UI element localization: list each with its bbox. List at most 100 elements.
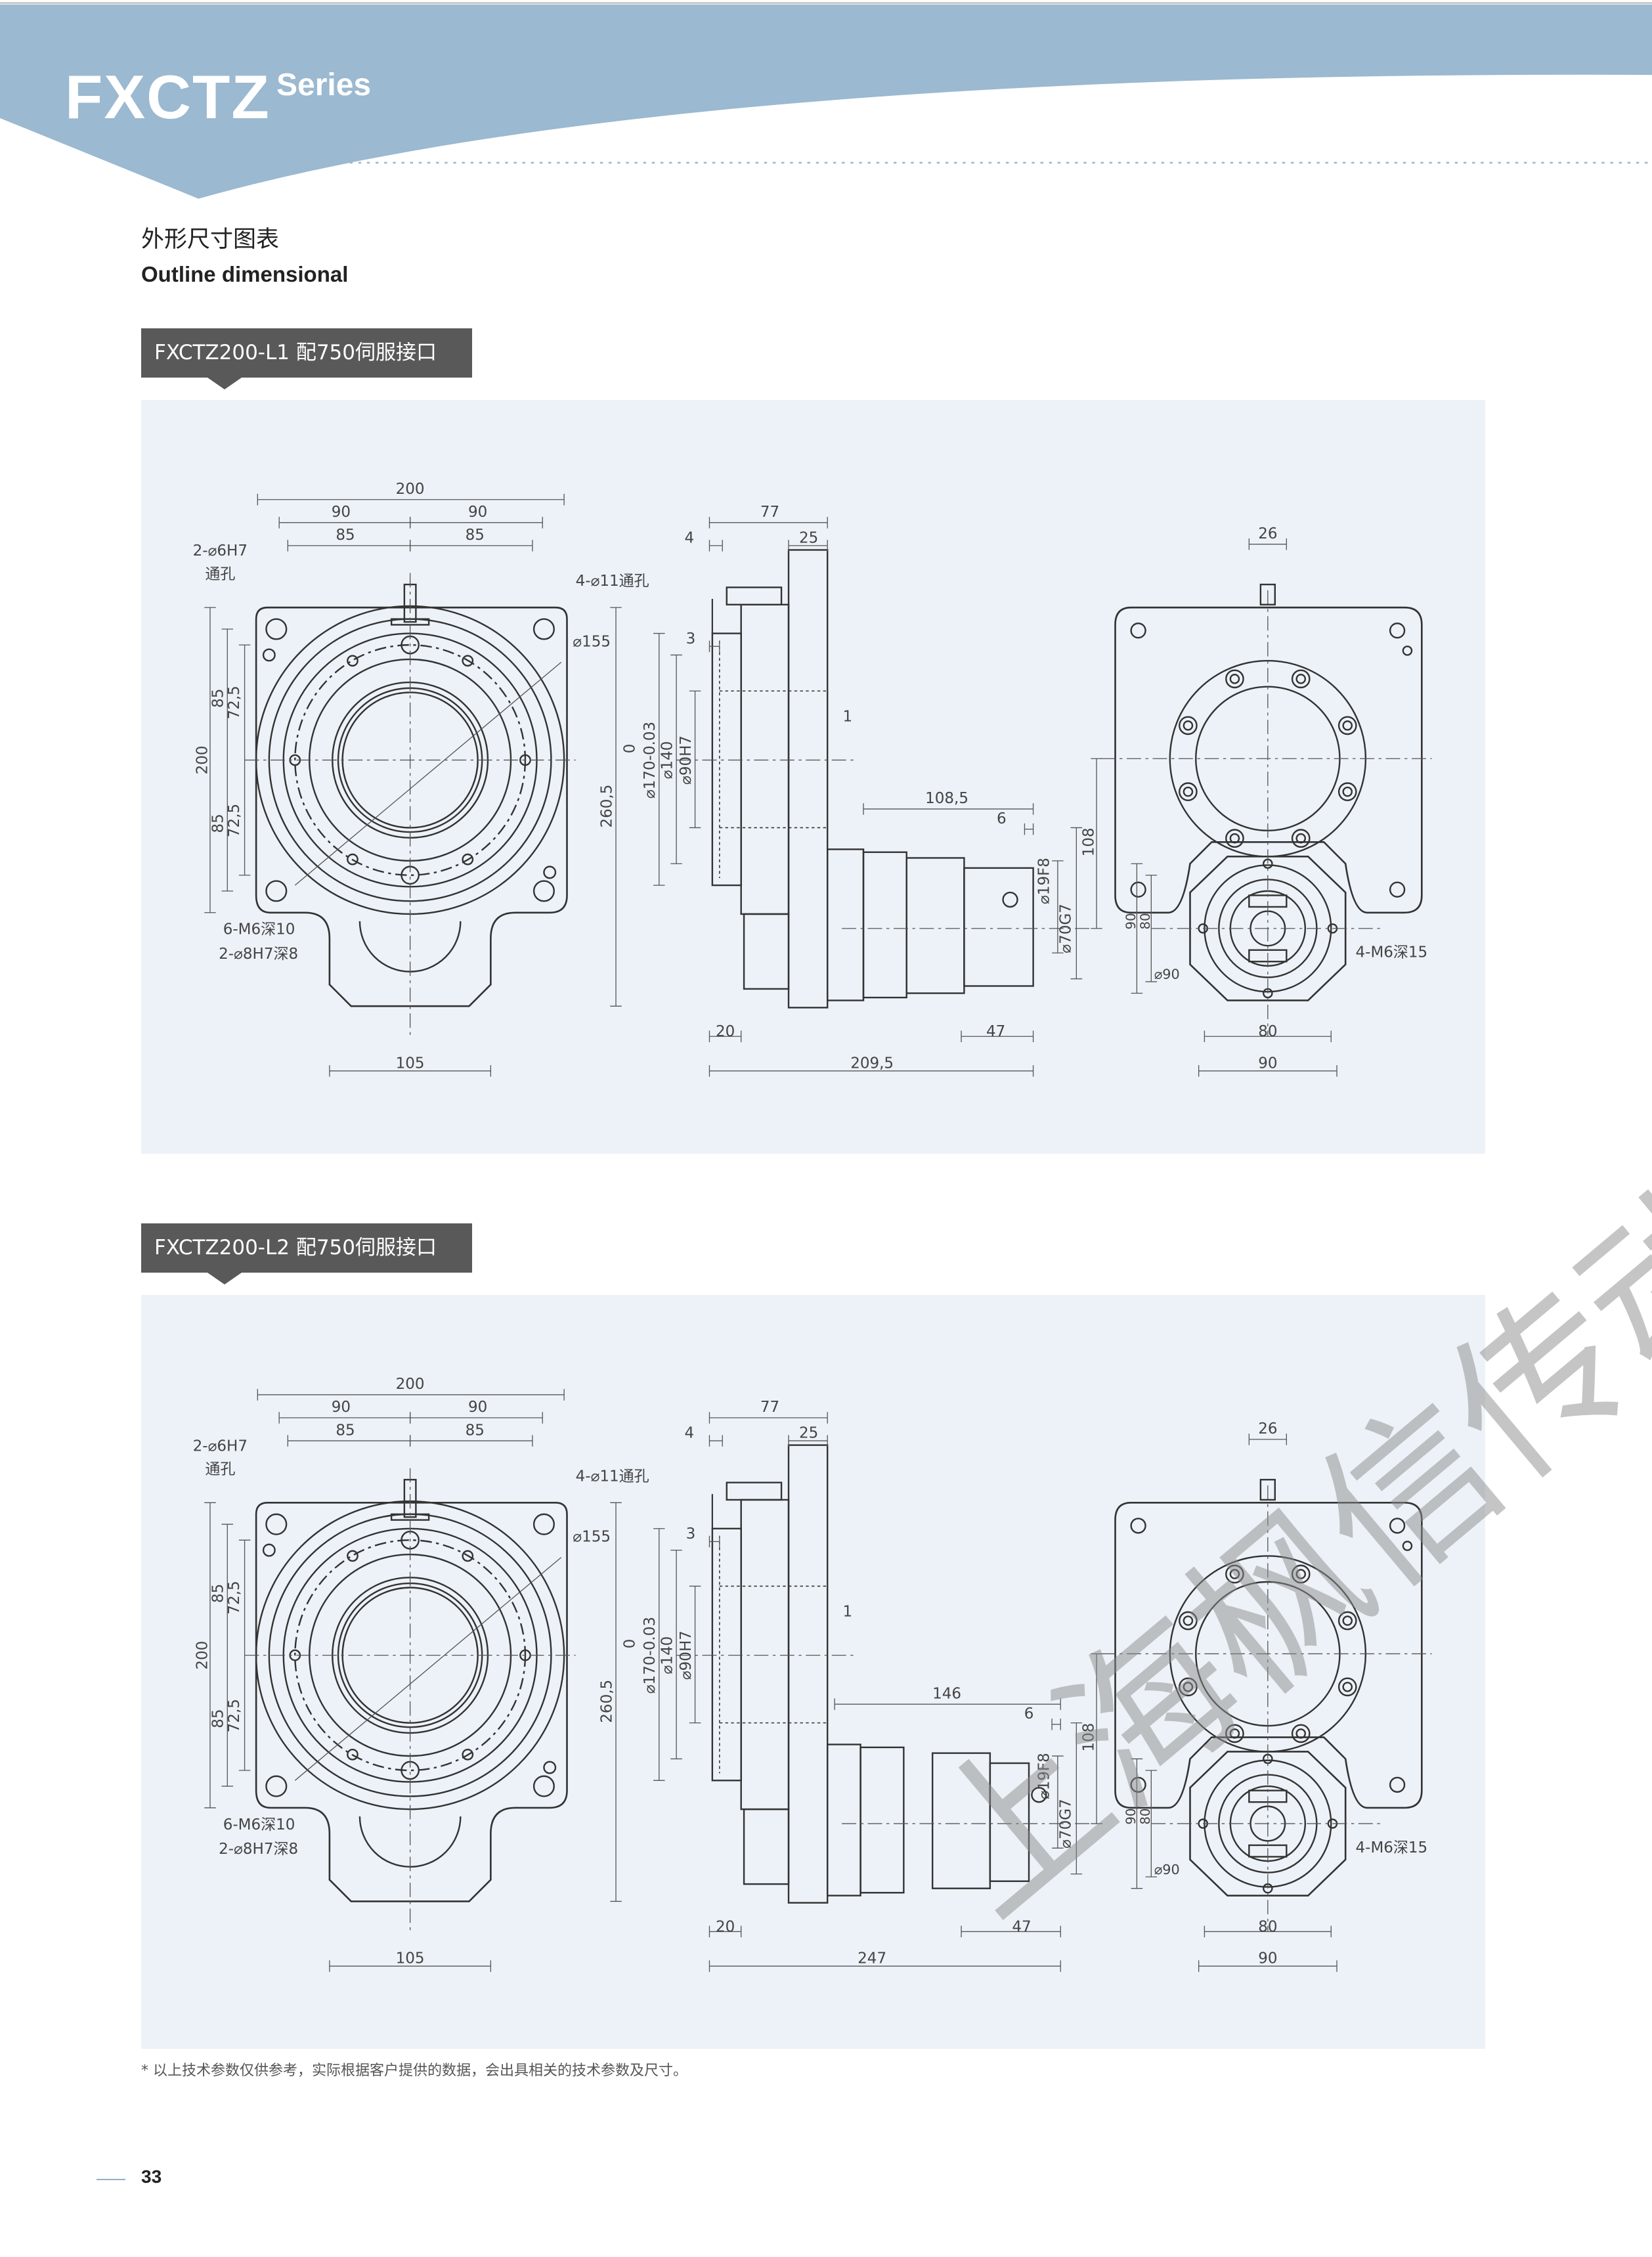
dim-90-width: 90 bbox=[1258, 1055, 1277, 1072]
dim-height-260: 260,5 bbox=[598, 1680, 615, 1723]
dim-72-bottom: 72,5 bbox=[226, 804, 243, 837]
dim-motor-length: 146 bbox=[932, 1685, 961, 1702]
dim-4: 4 bbox=[684, 530, 694, 547]
callout-through-hole: 通孔 bbox=[205, 565, 235, 582]
dim-80-height: 80 bbox=[1138, 913, 1153, 929]
dim-4: 4 bbox=[684, 1425, 694, 1442]
section-title-cn: 外形尺寸图表 bbox=[141, 227, 280, 253]
dim-108: 108 bbox=[1081, 1723, 1098, 1752]
dim-85-bottom: 85 bbox=[210, 814, 227, 833]
page-number: 33 bbox=[141, 2166, 162, 2187]
dim-85-right: 85 bbox=[466, 527, 485, 544]
page-number-rule bbox=[97, 2179, 125, 2180]
dim-20: 20 bbox=[716, 1023, 735, 1040]
dim-26: 26 bbox=[1258, 1420, 1277, 1437]
dim-72-top: 72,5 bbox=[226, 686, 243, 719]
dim-6: 6 bbox=[997, 810, 1007, 827]
model-label-l1: FXCTZ200-L1 配750伺服接口 bbox=[141, 328, 472, 389]
dim-85-left: 85 bbox=[336, 527, 355, 544]
dim-d19f8: ⌀19F8 bbox=[1036, 1753, 1053, 1799]
callout-m6-15: 4-M6深15 bbox=[1356, 1839, 1428, 1856]
dim-height-200: 200 bbox=[194, 1641, 211, 1670]
dim-d90: ⌀90 bbox=[1154, 967, 1180, 982]
dim-72-bottom: 72,5 bbox=[226, 1699, 243, 1732]
dim-d70g7: ⌀70G7 bbox=[1058, 904, 1075, 953]
callout-pin-holes: 2-⌀6H7 bbox=[193, 1437, 248, 1455]
dim-width-200: 200 bbox=[396, 481, 425, 498]
callout-m6-15: 4-M6深15 bbox=[1356, 944, 1428, 961]
dim-d90h7: ⌀90H7 bbox=[678, 1631, 695, 1680]
dim-width-200: 200 bbox=[396, 1376, 425, 1393]
dim-3: 3 bbox=[686, 1525, 696, 1543]
dim-width-105: 105 bbox=[396, 1055, 425, 1072]
dim-d170: ⌀170-0.03 bbox=[641, 722, 659, 799]
callout-mount-holes: 4-⌀11通孔 bbox=[576, 573, 649, 590]
dim-85-top: 85 bbox=[210, 689, 227, 708]
dim-90-right: 90 bbox=[468, 1399, 487, 1416]
dim-d70g7: ⌀70G7 bbox=[1058, 1799, 1075, 1849]
dim-1: 1 bbox=[843, 708, 853, 725]
dim-d140: ⌀140 bbox=[659, 741, 676, 779]
dim-1: 1 bbox=[843, 1603, 853, 1620]
dim-tolerance-0: 0 bbox=[622, 1639, 639, 1649]
dim-90-left: 90 bbox=[332, 1399, 351, 1416]
dim-90-left: 90 bbox=[332, 504, 351, 521]
dim-3: 3 bbox=[686, 630, 696, 647]
dim-90-height: 90 bbox=[1123, 913, 1139, 929]
callout-mount-holes: 4-⌀11通孔 bbox=[576, 1468, 649, 1485]
dim-77: 77 bbox=[760, 504, 779, 521]
callout-pin-holes: 2-⌀6H7 bbox=[193, 542, 248, 559]
dim-total-length: 247 bbox=[858, 1950, 886, 1967]
dim-6: 6 bbox=[1024, 1705, 1034, 1722]
dim-85-bottom: 85 bbox=[210, 1709, 227, 1728]
watermark: 上海枫信传动 bbox=[892, 1146, 1652, 1952]
dim-d19f8: ⌀19F8 bbox=[1036, 858, 1053, 904]
dim-77: 77 bbox=[760, 1399, 779, 1416]
brand-title: FXCTZ bbox=[65, 62, 271, 131]
dim-25: 25 bbox=[799, 530, 818, 547]
callout-pin-8h7: 2-⌀8H7深8 bbox=[219, 946, 298, 963]
dim-26: 26 bbox=[1258, 525, 1277, 542]
dim-85-left: 85 bbox=[336, 1422, 355, 1439]
dim-tolerance-0: 0 bbox=[622, 744, 639, 754]
dim-total-length: 209,5 bbox=[850, 1055, 894, 1072]
callout-d155: ⌀155 bbox=[573, 633, 611, 650]
side-view: 77 4 25 3 1 0⌀170-0.03⌀140⌀90H7 146 6 ⌀19F8 ⌀70G7… bbox=[622, 1399, 1094, 1972]
brand-subtitle: Series bbox=[276, 68, 372, 102]
dim-d170: ⌀170-0.03 bbox=[641, 1617, 659, 1694]
dim-motor-length: 108,5 bbox=[925, 790, 968, 807]
dim-width-105: 105 bbox=[396, 1950, 425, 1967]
section-title-en: Outline dimensional bbox=[141, 262, 349, 286]
dim-85-right: 85 bbox=[466, 1422, 485, 1439]
dim-height-260: 260,5 bbox=[598, 785, 615, 828]
callout-pin-8h7: 2-⌀8H7深8 bbox=[219, 1841, 298, 1858]
dim-90-height: 90 bbox=[1123, 1808, 1139, 1825]
dim-47: 47 bbox=[986, 1023, 1005, 1040]
dim-80-width: 80 bbox=[1258, 1023, 1277, 1040]
dim-72-top: 72,5 bbox=[226, 1581, 243, 1614]
model-label-l2: FXCTZ200-L2 配750伺服接口 bbox=[141, 1223, 472, 1284]
dim-80-width: 80 bbox=[1258, 1918, 1277, 1935]
drawing-panel-l2 bbox=[141, 1295, 1485, 2049]
dim-height-200: 200 bbox=[194, 745, 211, 774]
dim-25: 25 bbox=[799, 1425, 818, 1442]
dim-80-height: 80 bbox=[1138, 1808, 1153, 1825]
callout-d155: ⌀155 bbox=[573, 1529, 611, 1546]
header-band bbox=[0, 2, 1652, 199]
callout-through-hole: 通孔 bbox=[205, 1460, 235, 1478]
dim-108: 108 bbox=[1081, 827, 1098, 856]
dim-20: 20 bbox=[716, 1918, 735, 1935]
drawing-panel-l1 bbox=[141, 400, 1485, 1154]
callout-m6-threads: 6-M6深10 bbox=[223, 1816, 295, 1833]
dim-90-width: 90 bbox=[1258, 1950, 1277, 1967]
dim-90-right: 90 bbox=[468, 504, 487, 521]
dim-d140: ⌀140 bbox=[659, 1636, 676, 1675]
dim-85-top: 85 bbox=[210, 1584, 227, 1603]
